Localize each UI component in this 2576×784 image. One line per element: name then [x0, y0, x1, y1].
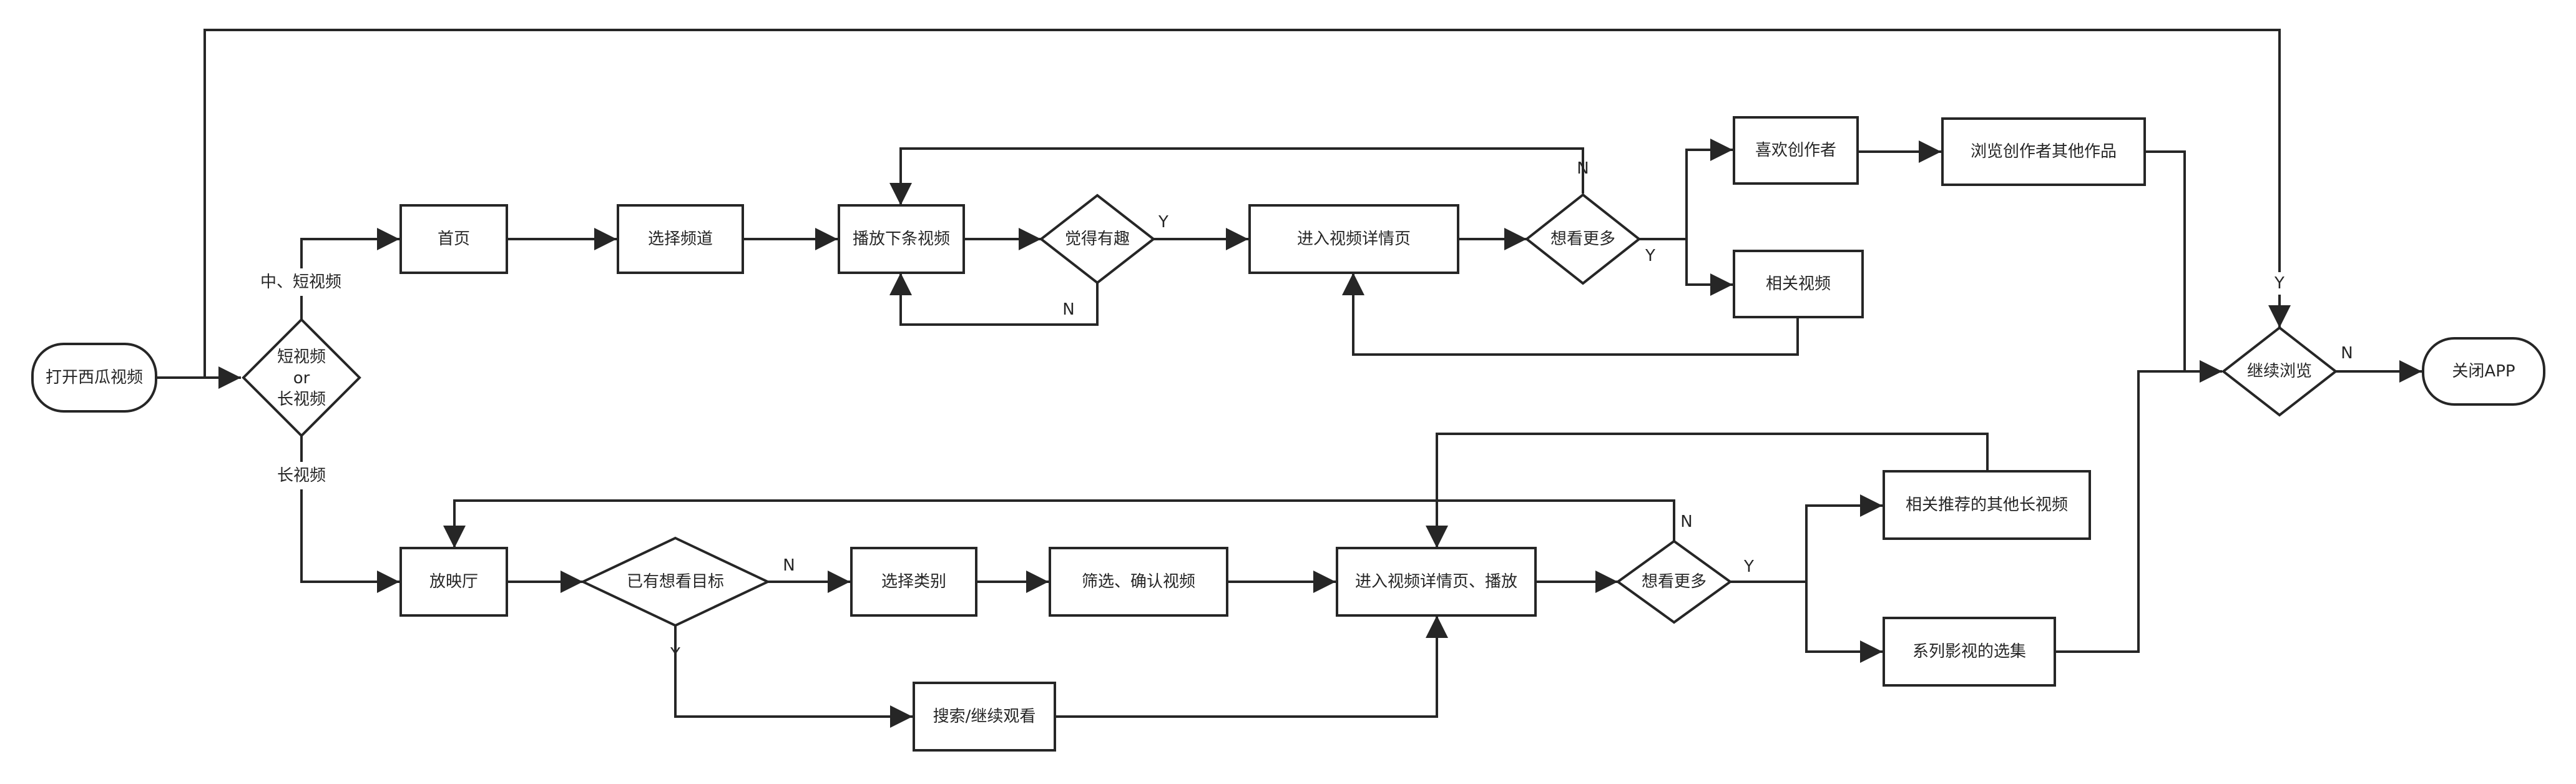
node-select-category: 选择类别 [850, 547, 977, 617]
node-like-creator-label: 喜欢创作者 [1755, 141, 1836, 160]
label-continue-n: N [2341, 344, 2353, 363]
node-home-label: 首页 [438, 230, 470, 248]
node-close-app-label: 关闭APP [2452, 362, 2515, 381]
node-filter-confirm-label: 筛选、确认视频 [1082, 572, 1195, 591]
node-continue-browse: 继续浏览 [2221, 326, 2338, 417]
node-want-more-top: 想看更多 [1524, 193, 1642, 285]
edge-wantmore-no [889, 147, 1584, 205]
node-video-detail: 进入视频详情页 [1248, 204, 1459, 274]
edge-series-to-continue [2055, 360, 2222, 653]
edge-wantmore2-no [443, 499, 1675, 548]
node-play-next: 播放下条视频 [838, 204, 965, 274]
node-select-channel-label: 选择频道 [648, 230, 713, 248]
edge-related-to-detail [1342, 273, 1799, 356]
label-wantmore-y: Y [1645, 247, 1655, 265]
edge-browse-to-continue [2145, 150, 2222, 383]
node-detail-play: 进入视频详情页、播放 [1336, 547, 1537, 617]
node-start-label: 打开西瓜视频 [46, 368, 143, 387]
node-related-videos: 相关视频 [1733, 250, 1864, 318]
node-select-channel: 选择频道 [617, 204, 744, 274]
node-browse-creator-works: 浏览创作者其他作品 [1941, 117, 2146, 186]
node-related-long-videos: 相关推荐的其他长视频 [1883, 470, 2091, 540]
edge-wantmore2-yes [1730, 494, 1883, 583]
node-want-more-bottom-label: 想看更多 [1642, 572, 1707, 591]
edge-type-to-theater [300, 436, 399, 593]
label-bg [271, 462, 333, 489]
edge-interesting-no [889, 273, 1099, 326]
node-select-category-label: 选择类别 [881, 572, 946, 591]
edges [157, 29, 2422, 728]
edge-labels: 中、短视频 长视频 Y N N Y Y N N Y N Y [255, 159, 2353, 664]
edge-wantmore-to-creator [1639, 139, 1733, 240]
label-interesting-n: N [1062, 300, 1074, 319]
node-want-more-bottom: 想看更多 [1615, 539, 1733, 624]
node-has-target-label: 已有想看目标 [627, 572, 724, 591]
node-related-videos-label: 相关视频 [1766, 275, 1831, 293]
label-target-n: N [783, 556, 795, 575]
node-browse-creator-works-label: 浏览创作者其他作品 [1971, 142, 2117, 161]
label-bg [2267, 272, 2292, 295]
node-series-episodes: 系列影视的选集 [1883, 617, 2056, 687]
node-continue-browse-label: 继续浏览 [2247, 362, 2312, 381]
node-search-continue: 搜索/继续观看 [913, 682, 1056, 752]
label-wantmore2-y: Y [1743, 557, 1754, 576]
label-target-y: Y [670, 645, 680, 664]
edge-start-to-continue [203, 29, 2291, 378]
node-like-creator: 喜欢创作者 [1733, 116, 1859, 185]
node-theater-label: 放映厅 [429, 572, 478, 591]
node-want-more-top-label: 想看更多 [1550, 230, 1615, 248]
node-search-continue-label: 搜索/继续观看 [933, 707, 1036, 726]
node-start: 打开西瓜视频 [31, 343, 157, 413]
node-filter-confirm: 筛选、确认视频 [1049, 547, 1228, 617]
edge-search-to-detailplay [1055, 615, 1448, 718]
edge-wantmore-to-related [1685, 239, 1733, 296]
node-video-type-line2: or [293, 369, 310, 388]
node-interesting-label: 觉得有趣 [1065, 230, 1130, 248]
label-bg [255, 268, 347, 296]
node-play-next-label: 播放下条视频 [853, 230, 950, 248]
edge-wantmore2-to-series [1805, 582, 1883, 663]
node-home: 首页 [399, 204, 508, 274]
node-series-episodes-label: 系列影视的选集 [1912, 642, 2026, 661]
node-video-type-line3: 长视频 [277, 390, 326, 409]
label-mid-short-video: 中、短视频 [260, 273, 341, 292]
label-wantmore2-n: N [1680, 512, 1692, 531]
label-interesting-y: Y [1158, 213, 1168, 232]
node-related-long-videos-label: 相关推荐的其他长视频 [1906, 496, 2068, 514]
node-video-type: 短视频 or 长视频 [242, 318, 361, 438]
edge-relatedlong-to-detailplay [1426, 433, 1989, 548]
label-wantmore-n: N [1577, 159, 1589, 178]
node-video-detail-label: 进入视频详情页 [1297, 230, 1411, 248]
node-has-target: 已有想看目标 [580, 536, 771, 627]
node-video-type-line1: 短视频 [277, 348, 326, 366]
label-long-video: 长视频 [277, 466, 326, 485]
node-detail-play-label: 进入视频详情页、播放 [1355, 572, 1517, 591]
label-continue-y: Y [2274, 274, 2285, 293]
node-interesting: 觉得有趣 [1039, 194, 1156, 285]
node-theater: 放映厅 [399, 547, 508, 617]
edge-target-yes [674, 625, 913, 728]
nodes: 打开西瓜视频 短视频 or 长视频 首页 选择频道 播放下条视频 觉得有趣 进 [31, 116, 2545, 752]
node-close-app: 关闭APP [2422, 337, 2545, 406]
